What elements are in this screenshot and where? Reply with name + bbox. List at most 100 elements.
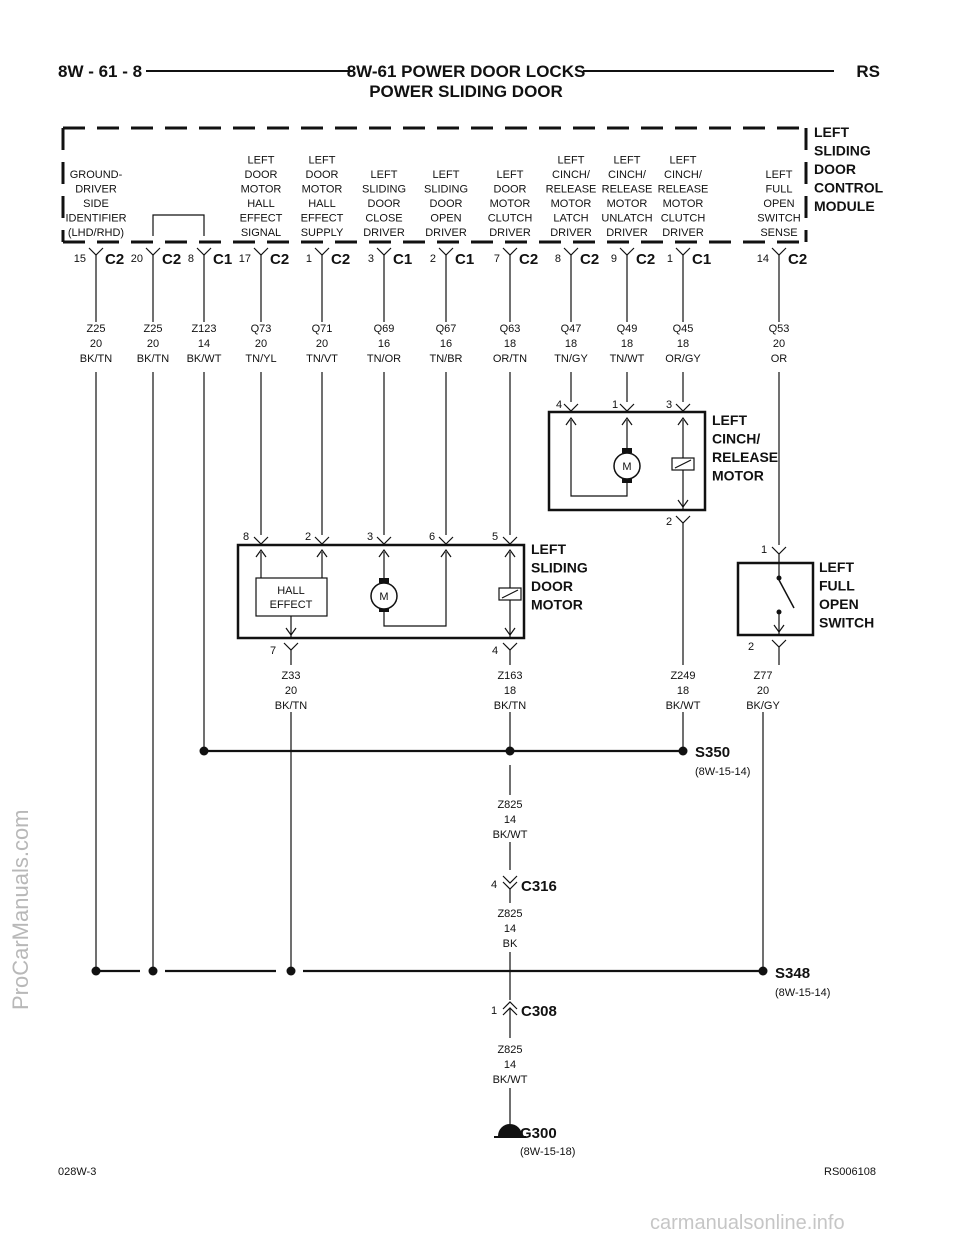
module-name-line: DOOR	[814, 161, 856, 177]
door-pin-8-label: 8	[243, 531, 249, 543]
component-name-line: SLIDING	[531, 560, 588, 576]
cinch-motor-box	[547, 410, 707, 512]
wire-color: BK/TN	[494, 700, 526, 712]
wire-gauge: 14	[504, 1059, 516, 1071]
module-pin-number: 17	[239, 253, 251, 265]
wire-labels-top: Z2520BK/TNZ2520BK/TNZ12314BK/WTQ7320TN/Y…	[80, 323, 790, 365]
full-open-switch: 1 2	[736, 544, 815, 665]
switch-contact	[778, 579, 795, 609]
module-connector-symbol	[376, 247, 392, 256]
svg-text:M: M	[379, 591, 388, 603]
module-pin-label: DRIVER	[662, 227, 704, 239]
wire-circuit: Q49	[617, 323, 638, 335]
module-pin-label: DRIVER	[489, 227, 531, 239]
module-pin-label: LEFT	[766, 169, 793, 181]
c316-pin: 4	[491, 879, 497, 891]
module-pin-label: CLUTCH	[661, 213, 706, 225]
component-name-line: SWITCH	[819, 615, 874, 631]
door-pin-7-connector	[283, 642, 299, 651]
cinch-pin-4-label: 4	[556, 399, 562, 411]
wire-color: TN/YL	[245, 353, 276, 365]
module-pin-label: SIDE	[83, 198, 109, 210]
module-pin-label: LEFT	[309, 155, 336, 167]
wire-color: BK/GY	[746, 700, 780, 712]
wire-gauge: 14	[504, 814, 516, 826]
splice-s350-label: S350	[695, 744, 730, 761]
module-connector-name: C2	[105, 251, 124, 268]
switch-pin-2-connector	[771, 639, 787, 648]
splice-s348-ref: (8W-15-14)	[775, 987, 830, 999]
component-name-line: LEFT	[712, 412, 747, 428]
component-name-line: DOOR	[531, 578, 573, 594]
wire-circuit: Z25	[87, 323, 106, 335]
wire-color: TN/BR	[430, 353, 463, 365]
wire-color: BK/WT	[493, 829, 528, 841]
splice-s348-label: S348	[775, 965, 810, 982]
internal-jumper	[152, 214, 205, 236]
module-pin-label: DOOR	[494, 184, 527, 196]
page-title: 8W-61 POWER DOOR LOCKS	[347, 62, 586, 81]
module-pin-label: MOTOR	[302, 184, 343, 196]
wire-gauge: 14	[198, 338, 210, 350]
wire-color: BK	[503, 938, 518, 950]
module-connector-symbol	[253, 247, 269, 256]
wire-gauge: 16	[440, 338, 452, 350]
module-name-line: MODULE	[814, 198, 875, 214]
door-motor-symbol	[370, 582, 398, 610]
c316-label: C316	[521, 878, 557, 895]
module-pin-number: 1	[306, 253, 312, 265]
wire-labels-bottom: Z3320BK/TNZ16318BK/TNZ24918BK/WTZ7720BK/…	[275, 670, 781, 712]
wire-circuit: Z163	[497, 670, 522, 682]
module-pin-label: LATCH	[553, 213, 588, 225]
module-connector-name: C2	[162, 251, 181, 268]
module-name-line: LEFT	[814, 124, 849, 140]
ground-g300-ref: (8W-15-18)	[520, 1146, 575, 1158]
component-name-line: CINCH/	[712, 431, 760, 447]
wire-gauge: 20	[285, 685, 297, 697]
c308-label: C308	[521, 1003, 557, 1020]
module-pin-label: CLUTCH	[488, 213, 533, 225]
wire-circuit: Z249	[670, 670, 695, 682]
module-name-line: CONTROL	[814, 180, 884, 196]
wire-circuit: Z33	[282, 670, 301, 682]
ground-g300-symbol	[498, 1124, 522, 1136]
module-connector-name: C2	[788, 251, 807, 268]
module-connector-symbol	[502, 247, 518, 256]
module-pin-label: MOTOR	[490, 198, 531, 210]
wire-color: OR/GY	[665, 353, 701, 365]
door-pin-6-label: 6	[429, 531, 435, 543]
wire-color: BK/WT	[666, 700, 701, 712]
wire-color: OR	[771, 353, 788, 365]
wire-gauge: 18	[677, 338, 689, 350]
module-pin-label: DOOR	[245, 169, 278, 181]
wire-gauge: 20	[90, 338, 102, 350]
module-pin-label: MOTOR	[551, 198, 592, 210]
module-pin-label: LEFT	[558, 155, 585, 167]
module-pin-number: 3	[368, 253, 374, 265]
wire-circuit: Z25	[144, 323, 163, 335]
wire-color: BK/TN	[275, 700, 307, 712]
module-connector-name: C2	[519, 251, 538, 268]
wire-circuit: Q73	[251, 323, 272, 335]
module-pin-number: 15	[74, 253, 86, 265]
wire-color: TN/OR	[367, 353, 401, 365]
door-pin-3-label: 3	[367, 531, 373, 543]
module-pin-label: LEFT	[614, 155, 641, 167]
wire-gauge: 18	[504, 685, 516, 697]
model-code: RS	[856, 62, 880, 81]
page-subtitle: POWER SLIDING DOOR	[369, 82, 563, 101]
wire-color: TN/WT	[610, 353, 645, 365]
module-pin-label: CINCH/	[608, 169, 647, 181]
component-name-line: FULL	[819, 578, 855, 594]
module-pin-label: MOTOR	[607, 198, 648, 210]
wire-color: OR/TN	[493, 353, 527, 365]
component-name-line: RELEASE	[712, 449, 778, 465]
module-pin-label: MOTOR	[241, 184, 282, 196]
module-box	[61, 126, 808, 244]
door-pin-8-connector	[253, 536, 269, 545]
wire-circuit: Z123	[191, 323, 216, 335]
wire-gauge: 20	[255, 338, 267, 350]
